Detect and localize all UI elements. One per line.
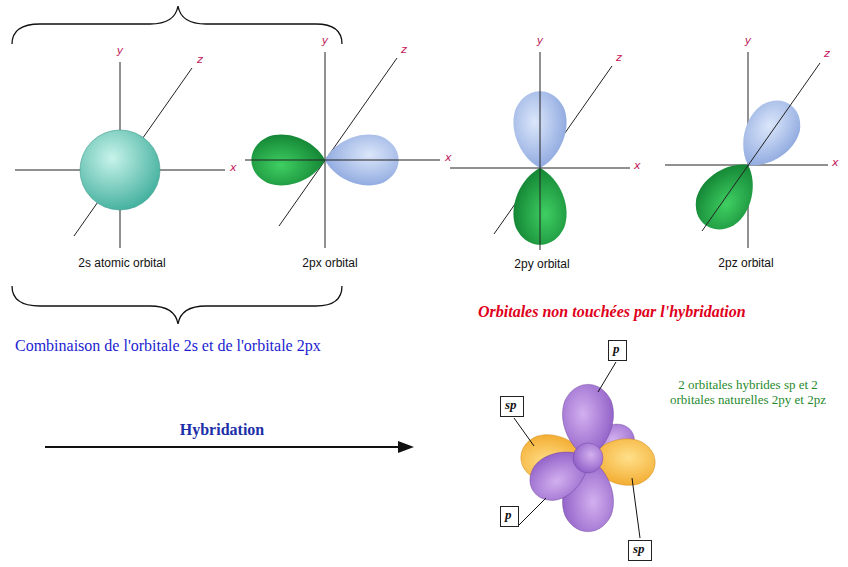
note-result: 2 orbitales hybrides sp et 2 orbitales n…: [664, 378, 832, 408]
callout-text: p: [613, 341, 620, 356]
arrow-shaft: [45, 446, 402, 448]
axis-label: z: [616, 52, 622, 65]
axis-label: z: [401, 44, 407, 57]
callout-text: sp: [633, 541, 645, 556]
axis-label: z: [197, 54, 203, 67]
callout-box: p: [500, 506, 519, 527]
y-axis: [325, 52, 326, 248]
top-brace: [12, 6, 342, 44]
z-axis: [702, 63, 820, 231]
bottom-brace: [12, 286, 342, 324]
callout-box: p: [608, 340, 627, 361]
callout-text: sp: [505, 397, 517, 412]
axis-label: y: [537, 35, 544, 48]
orbital-caption: 2py orbital: [514, 258, 569, 272]
callout-box: sp: [500, 396, 524, 417]
axis-label: y: [745, 35, 752, 48]
orbital-caption: 2pz orbital: [718, 257, 773, 271]
axes: [665, 52, 828, 248]
note-untouched: Orbitales non touchées par l'hybridation: [478, 303, 746, 321]
axes: [15, 62, 225, 248]
axis-label: x: [832, 157, 839, 170]
axis-label: x: [230, 162, 237, 175]
callout-box: sp: [628, 540, 652, 561]
curly-brace: [12, 6, 342, 324]
arrow-head: [398, 441, 414, 453]
arrow-label: Hybridation: [180, 421, 264, 439]
axis-label: x: [445, 152, 452, 165]
orbital-caption: 2s atomic orbital: [78, 257, 165, 271]
axis-label: y: [322, 35, 329, 48]
leader-line: [514, 418, 534, 446]
leader-line: [518, 498, 546, 526]
leader-line: [598, 362, 616, 392]
axis-label: x: [634, 160, 641, 173]
axis-label: y: [117, 45, 124, 58]
y-axis: [540, 52, 541, 250]
z-axis: [74, 68, 192, 236]
callout-text: p: [505, 507, 512, 522]
axis-label: z: [824, 48, 830, 61]
leader-lines: [514, 362, 640, 538]
x-axis: [245, 160, 440, 161]
note-combination: Combinaison de l'orbitale 2s et de l'orb…: [15, 337, 321, 355]
s-orbital: [80, 130, 160, 210]
leader-line: [632, 478, 640, 538]
nucleus-lobe: [573, 443, 603, 473]
orbital-caption: 2px orbital: [302, 257, 357, 271]
